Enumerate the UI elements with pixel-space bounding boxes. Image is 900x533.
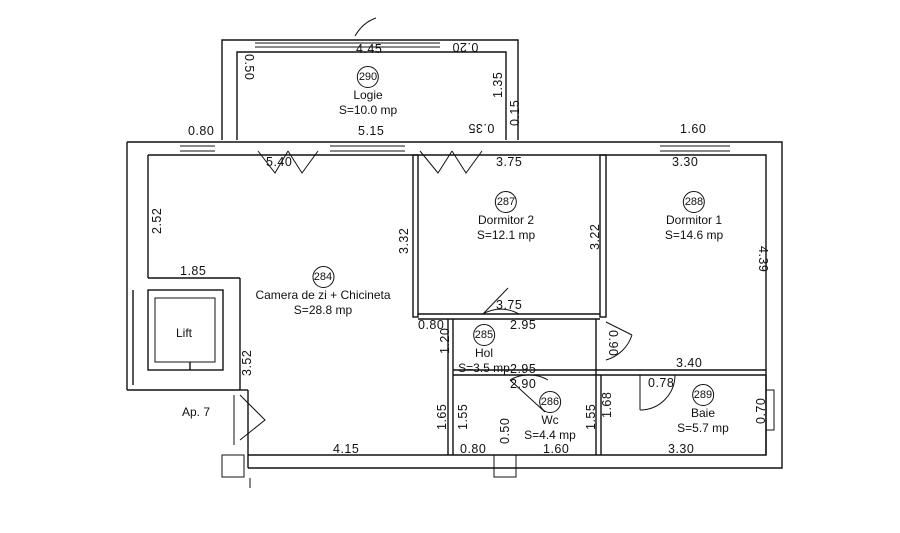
room-hol: 285 Hol S=3.5 mp — [458, 324, 510, 376]
dim-label: 0.80 — [460, 442, 487, 456]
dim-label: 3.75 — [496, 298, 523, 312]
room-number: 289 — [691, 384, 714, 406]
room-camera: 284 Camera de zi + Chicineta S=28.8 mp — [255, 266, 391, 318]
dim-label: 0.50 — [242, 54, 256, 81]
dim-label: 2.90 — [510, 377, 537, 391]
room-name: Hol — [474, 346, 494, 360]
dim-label: 0.80 — [418, 318, 445, 332]
dim-label: 1.35 — [491, 71, 505, 98]
dim-label: 3.22 — [588, 223, 602, 250]
room-area: S=4.4 mp — [524, 428, 576, 442]
dim-label: 0.70 — [754, 397, 768, 424]
dim-label: 0.90 — [606, 330, 620, 357]
bottom-details — [221, 389, 775, 488]
dim-label: 5.40 — [266, 155, 293, 169]
room-area: S=14.6 mp — [664, 228, 724, 242]
dim-label: 3.75 — [496, 155, 523, 169]
dim-label: 3.30 — [668, 442, 695, 456]
room-name: Logie — [353, 88, 383, 102]
room-area: S=5.7 mp — [677, 421, 729, 435]
room-name: Wc — [541, 413, 559, 427]
lift-label: Lift — [176, 326, 193, 340]
room-name: Dormitor 2 — [477, 213, 534, 227]
dim-label: 4.45 — [356, 42, 383, 56]
room-area: S=10.0 mp — [338, 103, 398, 117]
dim-label: 5.15 — [358, 124, 385, 138]
logia-walls — [221, 17, 519, 140]
dim-label: 3.40 — [676, 356, 703, 370]
lift-shaft — [147, 289, 224, 371]
dim-label: 0.35 — [468, 121, 495, 135]
room-number: 287 — [495, 191, 517, 213]
room-dormitor-2: 287 Dormitor 2 S=12.1 mp — [477, 191, 535, 243]
room-area: S=12.1 mp — [476, 228, 536, 242]
dim-label: 2.52 — [150, 207, 164, 234]
room-number: 285 — [472, 324, 495, 346]
room-logie: 290 Logie S=10.0 mp — [339, 66, 397, 118]
room-name: Baie — [690, 406, 716, 420]
room-dormitor-1: 288 Dormitor 1 S=14.6 mp — [665, 191, 723, 243]
dim-label: 4.15 — [333, 442, 360, 456]
room-wc: 286 Wc S=4.4 mp — [524, 391, 576, 443]
dim-label: 0.78 — [648, 376, 675, 390]
dim-label: 0.20 — [452, 40, 479, 54]
dim-label: 0.80 — [188, 124, 215, 138]
dim-label: 1.85 — [180, 264, 207, 278]
dim-label: 0.15 — [508, 99, 522, 126]
dim-label: 2.95 — [510, 318, 537, 332]
room-number: 284 — [311, 266, 334, 288]
dim-label: 1.20 — [438, 327, 452, 354]
room-number: 288 — [683, 191, 705, 213]
dim-label: 3.32 — [397, 227, 411, 254]
interior-walls — [412, 154, 767, 455]
room-baie: 289 Baie S=5.7 mp — [677, 384, 729, 436]
door-swings — [233, 287, 676, 445]
room-number: 286 — [538, 391, 561, 413]
room-area: S=3.5 mp — [458, 361, 510, 375]
dim-label: 3.52 — [240, 349, 254, 376]
top-openings — [180, 145, 730, 174]
room-name: Camera de zi + Chicineta — [255, 288, 391, 302]
dim-label: 3.30 — [672, 155, 699, 169]
dim-label: 1.68 — [600, 391, 614, 418]
room-number: 290 — [357, 66, 379, 88]
dim-label: 1.60 — [543, 442, 570, 456]
apartment-label: Ap. 7 — [182, 405, 211, 419]
dim-label: 4.39 — [756, 246, 770, 273]
dim-label: 1.65 — [435, 403, 449, 430]
dim-label: 2.95 — [510, 362, 537, 376]
dim-label: 1.60 — [680, 122, 707, 136]
room-name: Dormitor 1 — [665, 213, 722, 227]
room-area: S=28.8 mp — [293, 303, 353, 317]
dim-label: 1.55 — [456, 403, 470, 430]
dim-label: 1.55 — [584, 403, 598, 430]
dim-label: 0.50 — [498, 417, 512, 444]
exterior-walls — [126, 141, 783, 469]
